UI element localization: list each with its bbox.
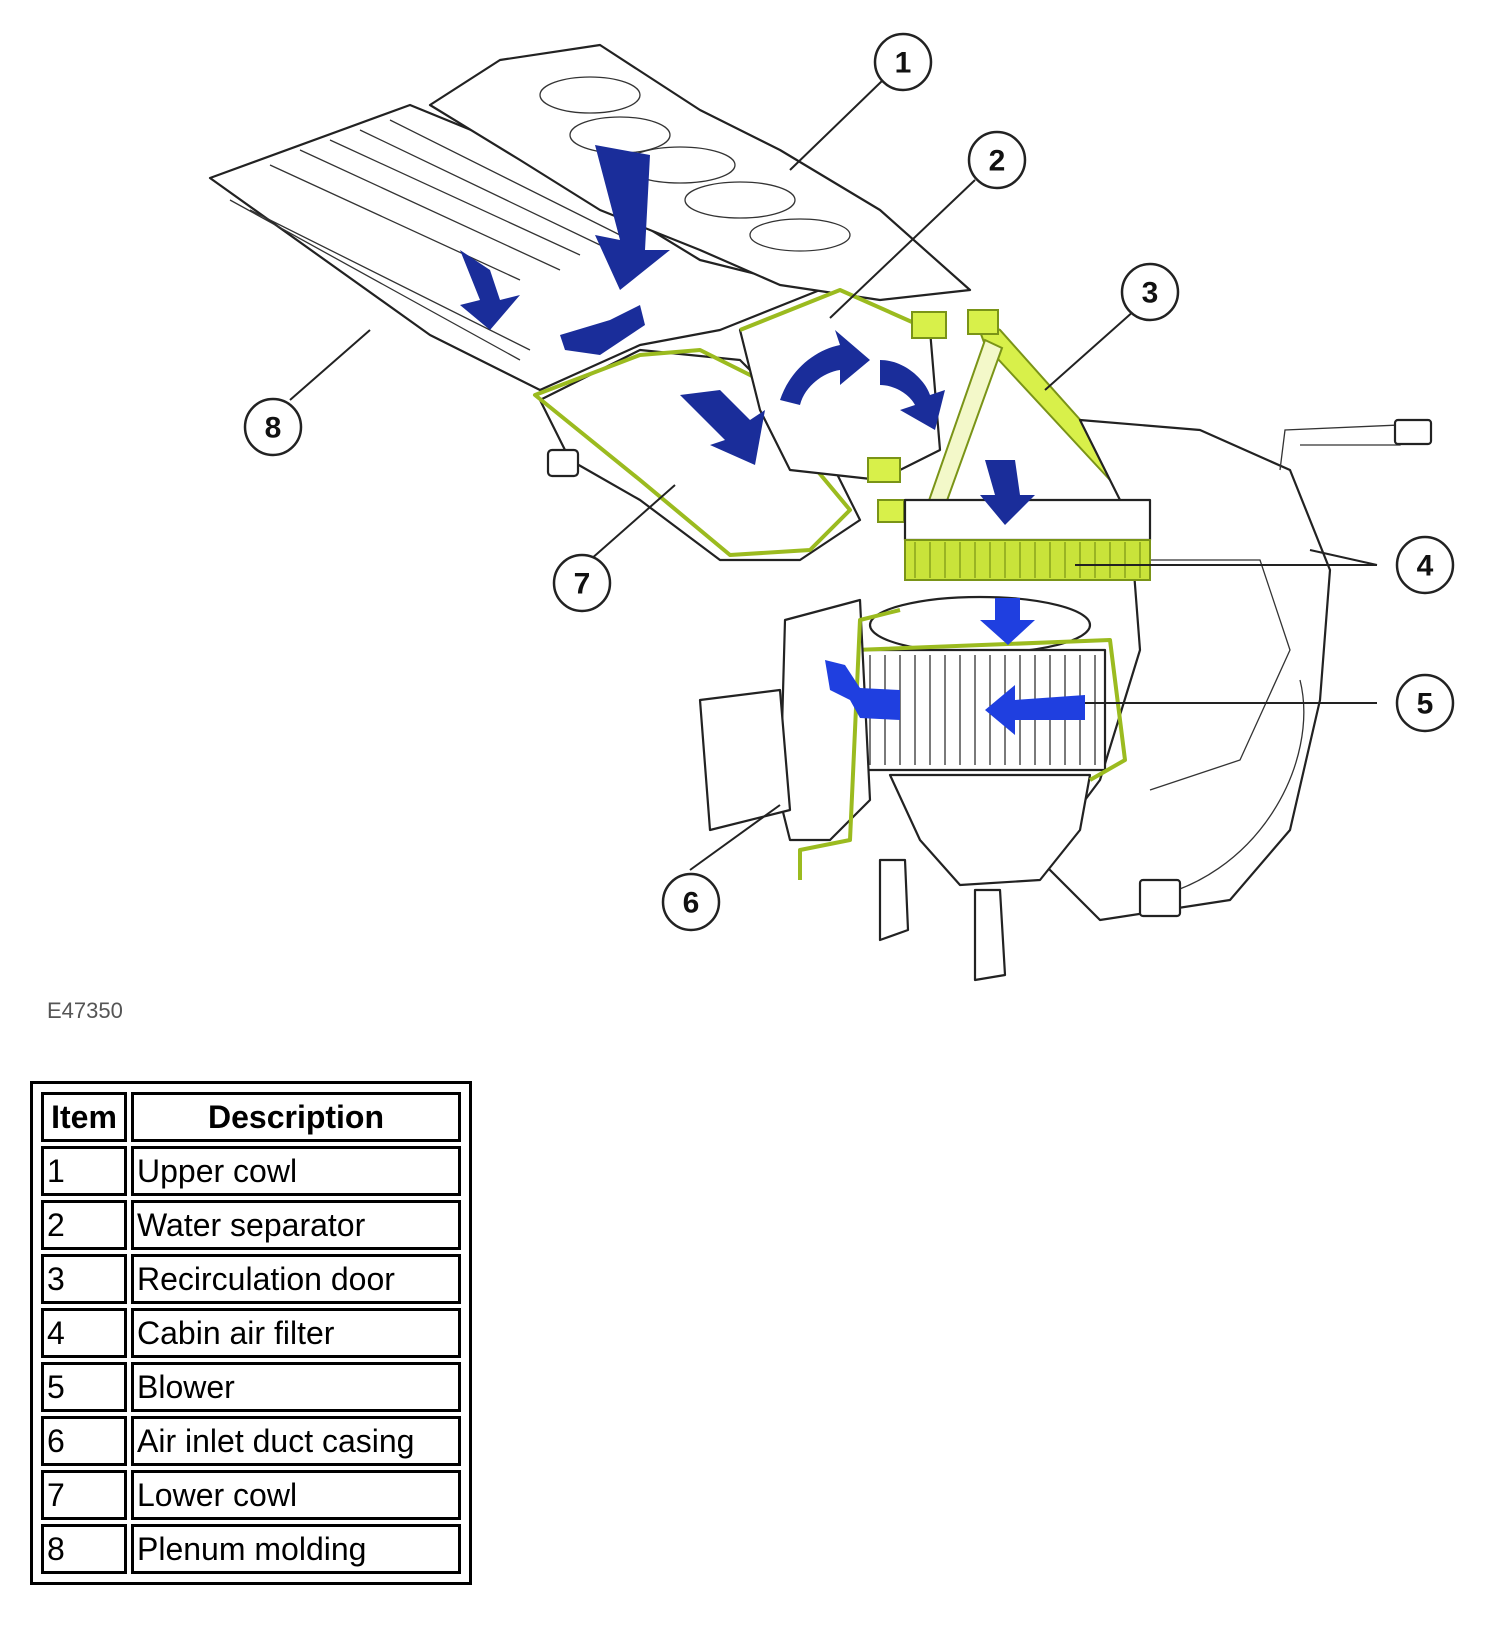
cabin-air-filter — [903, 498, 1152, 581]
legend-item-description: Air inlet duct casing — [131, 1416, 461, 1466]
legend-item-number: 8 — [41, 1524, 127, 1574]
svg-text:7: 7 — [574, 568, 591, 601]
table-row: 6 Air inlet duct casing — [41, 1416, 461, 1466]
table-row: 4 Cabin air filter — [41, 1308, 461, 1358]
legend-item-number: 5 — [41, 1362, 127, 1412]
legend-item-number: 4 — [41, 1308, 127, 1358]
legend-item-description: Upper cowl — [131, 1146, 461, 1196]
callout-1: 1 — [873, 32, 933, 92]
legend-item-description: Plenum molding — [131, 1524, 461, 1574]
leader-lines — [289, 79, 1378, 871]
airflow-arrows — [460, 145, 1085, 735]
table-row: 8 Plenum molding — [41, 1524, 461, 1574]
callout-4: 4 — [1395, 535, 1455, 595]
legend-item-description: Lower cowl — [131, 1470, 461, 1520]
svg-text:3: 3 — [1142, 277, 1159, 310]
exploded-diagram: 1 2 3 4 5 6 7 8 — [208, 32, 1455, 982]
svg-text:5: 5 — [1417, 688, 1434, 721]
recirculation-door — [923, 309, 1127, 522]
hvac-housing — [1038, 418, 1433, 922]
legend-table: Item Description 1 Upper cowl 2 Water se… — [30, 1081, 472, 1585]
svg-text:4: 4 — [1417, 550, 1434, 583]
table-row: 7 Lower cowl — [41, 1470, 461, 1520]
legend-item-description: Water separator — [131, 1200, 461, 1250]
legend-item-number: 3 — [41, 1254, 127, 1304]
callout-5: 5 — [1395, 673, 1455, 733]
callout-8: 8 — [243, 397, 303, 457]
legend-header-row: Item Description — [41, 1092, 461, 1142]
legend-item-number: 6 — [41, 1416, 127, 1466]
blower — [853, 595, 1127, 887]
legend-item-number: 1 — [41, 1146, 127, 1196]
svg-text:1: 1 — [895, 47, 912, 80]
callout-3: 3 — [1120, 262, 1180, 322]
table-row: 3 Recirculation door — [41, 1254, 461, 1304]
table-row: 5 Blower — [41, 1362, 461, 1412]
legend-item-description: Blower — [131, 1362, 461, 1412]
legend-item-description: Recirculation door — [131, 1254, 461, 1304]
figure-id: E47350 — [47, 998, 123, 1023]
callout-7: 7 — [552, 553, 612, 613]
callout-6: 6 — [661, 872, 721, 932]
table-row: 2 Water separator — [41, 1200, 461, 1250]
legend-header-item: Item — [41, 1092, 127, 1142]
table-row: 1 Upper cowl — [41, 1146, 461, 1196]
air-inlet-duct-casing — [698, 598, 1007, 982]
svg-text:2: 2 — [989, 145, 1006, 178]
legend-item-number: 7 — [41, 1470, 127, 1520]
svg-text:6: 6 — [683, 887, 700, 920]
legend-item-number: 2 — [41, 1200, 127, 1250]
callout-2: 2 — [967, 130, 1027, 190]
svg-text:8: 8 — [265, 412, 282, 445]
legend-header-description: Description — [131, 1092, 461, 1142]
legend-item-description: Cabin air filter — [131, 1308, 461, 1358]
